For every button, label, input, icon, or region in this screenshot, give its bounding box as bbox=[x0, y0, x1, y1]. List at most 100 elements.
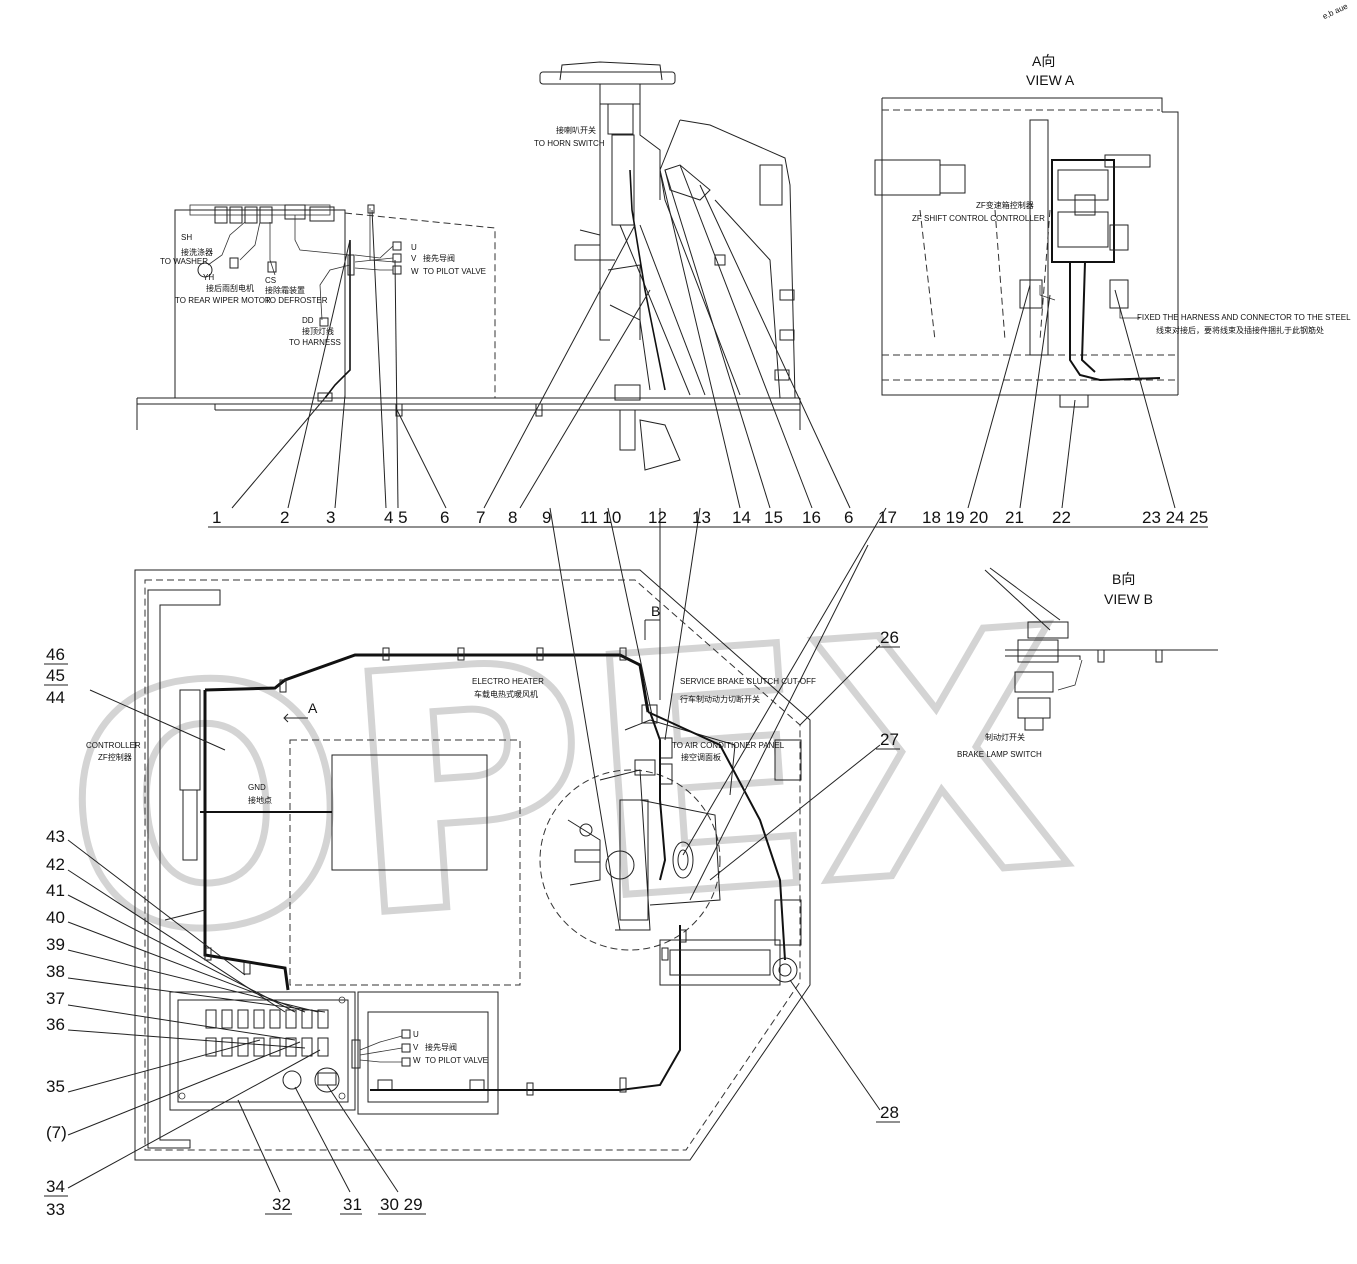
label-horn-cn: 接喇叭开关 bbox=[556, 125, 596, 135]
callout: 36 bbox=[46, 1015, 65, 1034]
label-fixed-harness: FIXED THE HARNESS AND CONNECTOR TO THE S… bbox=[1137, 313, 1351, 322]
label-electro-heater: ELECTRO HEATER bbox=[472, 677, 544, 686]
label-to-pilot-valve: TO PILOT VALVE bbox=[423, 267, 486, 276]
label-controller: CONTROLLER bbox=[86, 741, 141, 750]
callout: 11 10 bbox=[580, 508, 621, 527]
callout: 2 bbox=[280, 508, 289, 527]
label-cs-cn: 接除霜装置 bbox=[265, 285, 305, 295]
view-a-title-cn: A向 bbox=[1032, 53, 1055, 69]
corner-note: e,b aue bbox=[1321, 1, 1349, 21]
label-dd: DD bbox=[302, 316, 314, 325]
callout: 28 bbox=[880, 1103, 899, 1122]
rear-panel-view: SH 接洗涤器 TO WASHER YH 接后雨刮电机 TO REAR WIPE… bbox=[136, 204, 801, 430]
label-pilot-cn-2: 接先导阀 bbox=[425, 1042, 457, 1052]
label-u-2: U bbox=[413, 1030, 419, 1039]
callout: 9 bbox=[542, 508, 551, 527]
leader-lines bbox=[67, 164, 1176, 1193]
label-to-horn-switch: TO HORN SWITCH bbox=[534, 139, 605, 148]
callout: 15 bbox=[764, 508, 783, 527]
section-b-mark: B bbox=[651, 603, 660, 619]
callout: 4 5 bbox=[384, 508, 408, 527]
callout: 39 bbox=[46, 935, 65, 954]
callouts-top: 1 2 3 4 5 6 7 8 9 11 10 12 13 14 15 16 6… bbox=[208, 508, 1208, 528]
callout: 3 bbox=[326, 508, 335, 527]
label-to-pilot-valve-2: TO PILOT VALVE bbox=[425, 1056, 488, 1065]
label-ac-panel-cn: 接空调面板 bbox=[681, 752, 721, 762]
label-to-ac-panel: TO AIR CONDITIONER PANEL bbox=[672, 741, 785, 750]
callout: 7 bbox=[476, 508, 485, 527]
view-b-title-cn: B向 bbox=[1112, 571, 1135, 587]
callout: 46 bbox=[46, 645, 65, 664]
label-yh-cn: 接后雨刮电机 bbox=[206, 283, 254, 293]
callouts-right: 26 27 28 bbox=[876, 628, 900, 1123]
callout: 42 bbox=[46, 855, 65, 874]
callout: 12 bbox=[648, 508, 667, 527]
callout: 37 bbox=[46, 989, 65, 1008]
view-b-title-en: VIEW B bbox=[1104, 591, 1153, 607]
label-controller-cn: ZF控制器 bbox=[98, 752, 132, 762]
view-b: B向 VIEW B 制动灯开关 BRAKE LAMP SWITCH bbox=[957, 567, 1218, 759]
callout: 38 bbox=[46, 962, 65, 981]
callout: 32 bbox=[272, 1195, 291, 1214]
callout: 35 bbox=[46, 1077, 65, 1096]
label-v: V bbox=[411, 254, 417, 263]
callout: 17 bbox=[878, 508, 897, 527]
callout: 22 bbox=[1052, 508, 1071, 527]
label-w: W bbox=[411, 267, 419, 276]
label-zf-shift: ZF SHIFT CONTROL CONTROLLER bbox=[912, 214, 1045, 223]
label-brake-lamp: BRAKE LAMP SWITCH bbox=[957, 750, 1042, 759]
label-sh: SH bbox=[181, 233, 192, 242]
watermark: OPEX bbox=[53, 558, 1080, 1011]
callout: (7) bbox=[46, 1123, 67, 1142]
view-a: A向 VIEW A ZF变速箱控制器 ZF SHIFT CONTROL CONT… bbox=[874, 53, 1351, 408]
label-sh-cn: 接洗涤器 bbox=[181, 247, 213, 257]
callout: 14 bbox=[732, 508, 751, 527]
callout: 45 bbox=[46, 666, 65, 685]
label-w-2: W bbox=[413, 1056, 421, 1065]
label-gnd-cn: 接地点 bbox=[248, 795, 272, 805]
label-service-brake-cn: 行车制动动力切断开关 bbox=[680, 694, 760, 704]
callout: 23 24 25 bbox=[1142, 508, 1208, 527]
callouts-bottom: 32 31 30 29 bbox=[265, 1195, 426, 1215]
label-dd-cn: 接顶灯线 bbox=[302, 326, 334, 336]
callout: 1 bbox=[212, 508, 221, 527]
label-zf-cn: ZF变速箱控制器 bbox=[976, 200, 1034, 210]
label-fixed-harness-cn: 线束对接后，要将线束及插接件捆扎于此钢筋处 bbox=[1156, 325, 1324, 335]
label-u: U bbox=[411, 243, 417, 252]
callout: 26 bbox=[880, 628, 899, 647]
label-pilot-cn: 接先导阀 bbox=[423, 253, 455, 263]
label-brake-lamp-cn: 制动灯开关 bbox=[985, 732, 1025, 742]
label-v-2: V bbox=[413, 1043, 419, 1052]
callout: 18 19 20 bbox=[922, 508, 988, 527]
callout: 30 29 bbox=[380, 1195, 423, 1214]
label-to-harness: TO HARNESS bbox=[289, 338, 341, 347]
callout: 8 bbox=[508, 508, 517, 527]
callout: 13 bbox=[692, 508, 711, 527]
callout: 40 bbox=[46, 908, 65, 927]
callout: 33 bbox=[46, 1200, 65, 1219]
callout: 43 bbox=[46, 827, 65, 846]
label-to-rear-wiper: TO REAR WIPER MOTOR bbox=[175, 296, 271, 305]
callout: 31 bbox=[343, 1195, 362, 1214]
label-to-washer: TO WASHER bbox=[160, 257, 208, 266]
section-a-mark: A bbox=[308, 700, 318, 716]
callout: 41 bbox=[46, 881, 65, 900]
label-yh: YH bbox=[203, 273, 214, 282]
callouts-left: 46 45 44 43 42 41 40 39 38 37 36 35 (7) … bbox=[44, 645, 68, 1219]
callout: 44 bbox=[46, 688, 65, 707]
view-a-title-en: VIEW A bbox=[1026, 72, 1075, 88]
callout: 27 bbox=[880, 730, 899, 749]
label-gnd: GND bbox=[248, 783, 266, 792]
label-service-brake: SERVICE BRAKE CLUTCH CUT-OFF bbox=[680, 677, 816, 686]
label-electro-heater-cn: 车载电热式暖风机 bbox=[474, 689, 538, 699]
callout: 6 bbox=[844, 508, 853, 527]
callout: 21 bbox=[1005, 508, 1024, 527]
steering-column-view: 接喇叭开关 TO HORN SWITCH bbox=[534, 61, 796, 471]
callout: 34 bbox=[46, 1177, 65, 1196]
callout: 16 bbox=[802, 508, 821, 527]
callout: 6 bbox=[440, 508, 449, 527]
cab-floor-plan: A B U bbox=[86, 569, 816, 1161]
label-cs: CS bbox=[265, 276, 276, 285]
label-to-defroster: TO DEFROSTER bbox=[265, 296, 328, 305]
